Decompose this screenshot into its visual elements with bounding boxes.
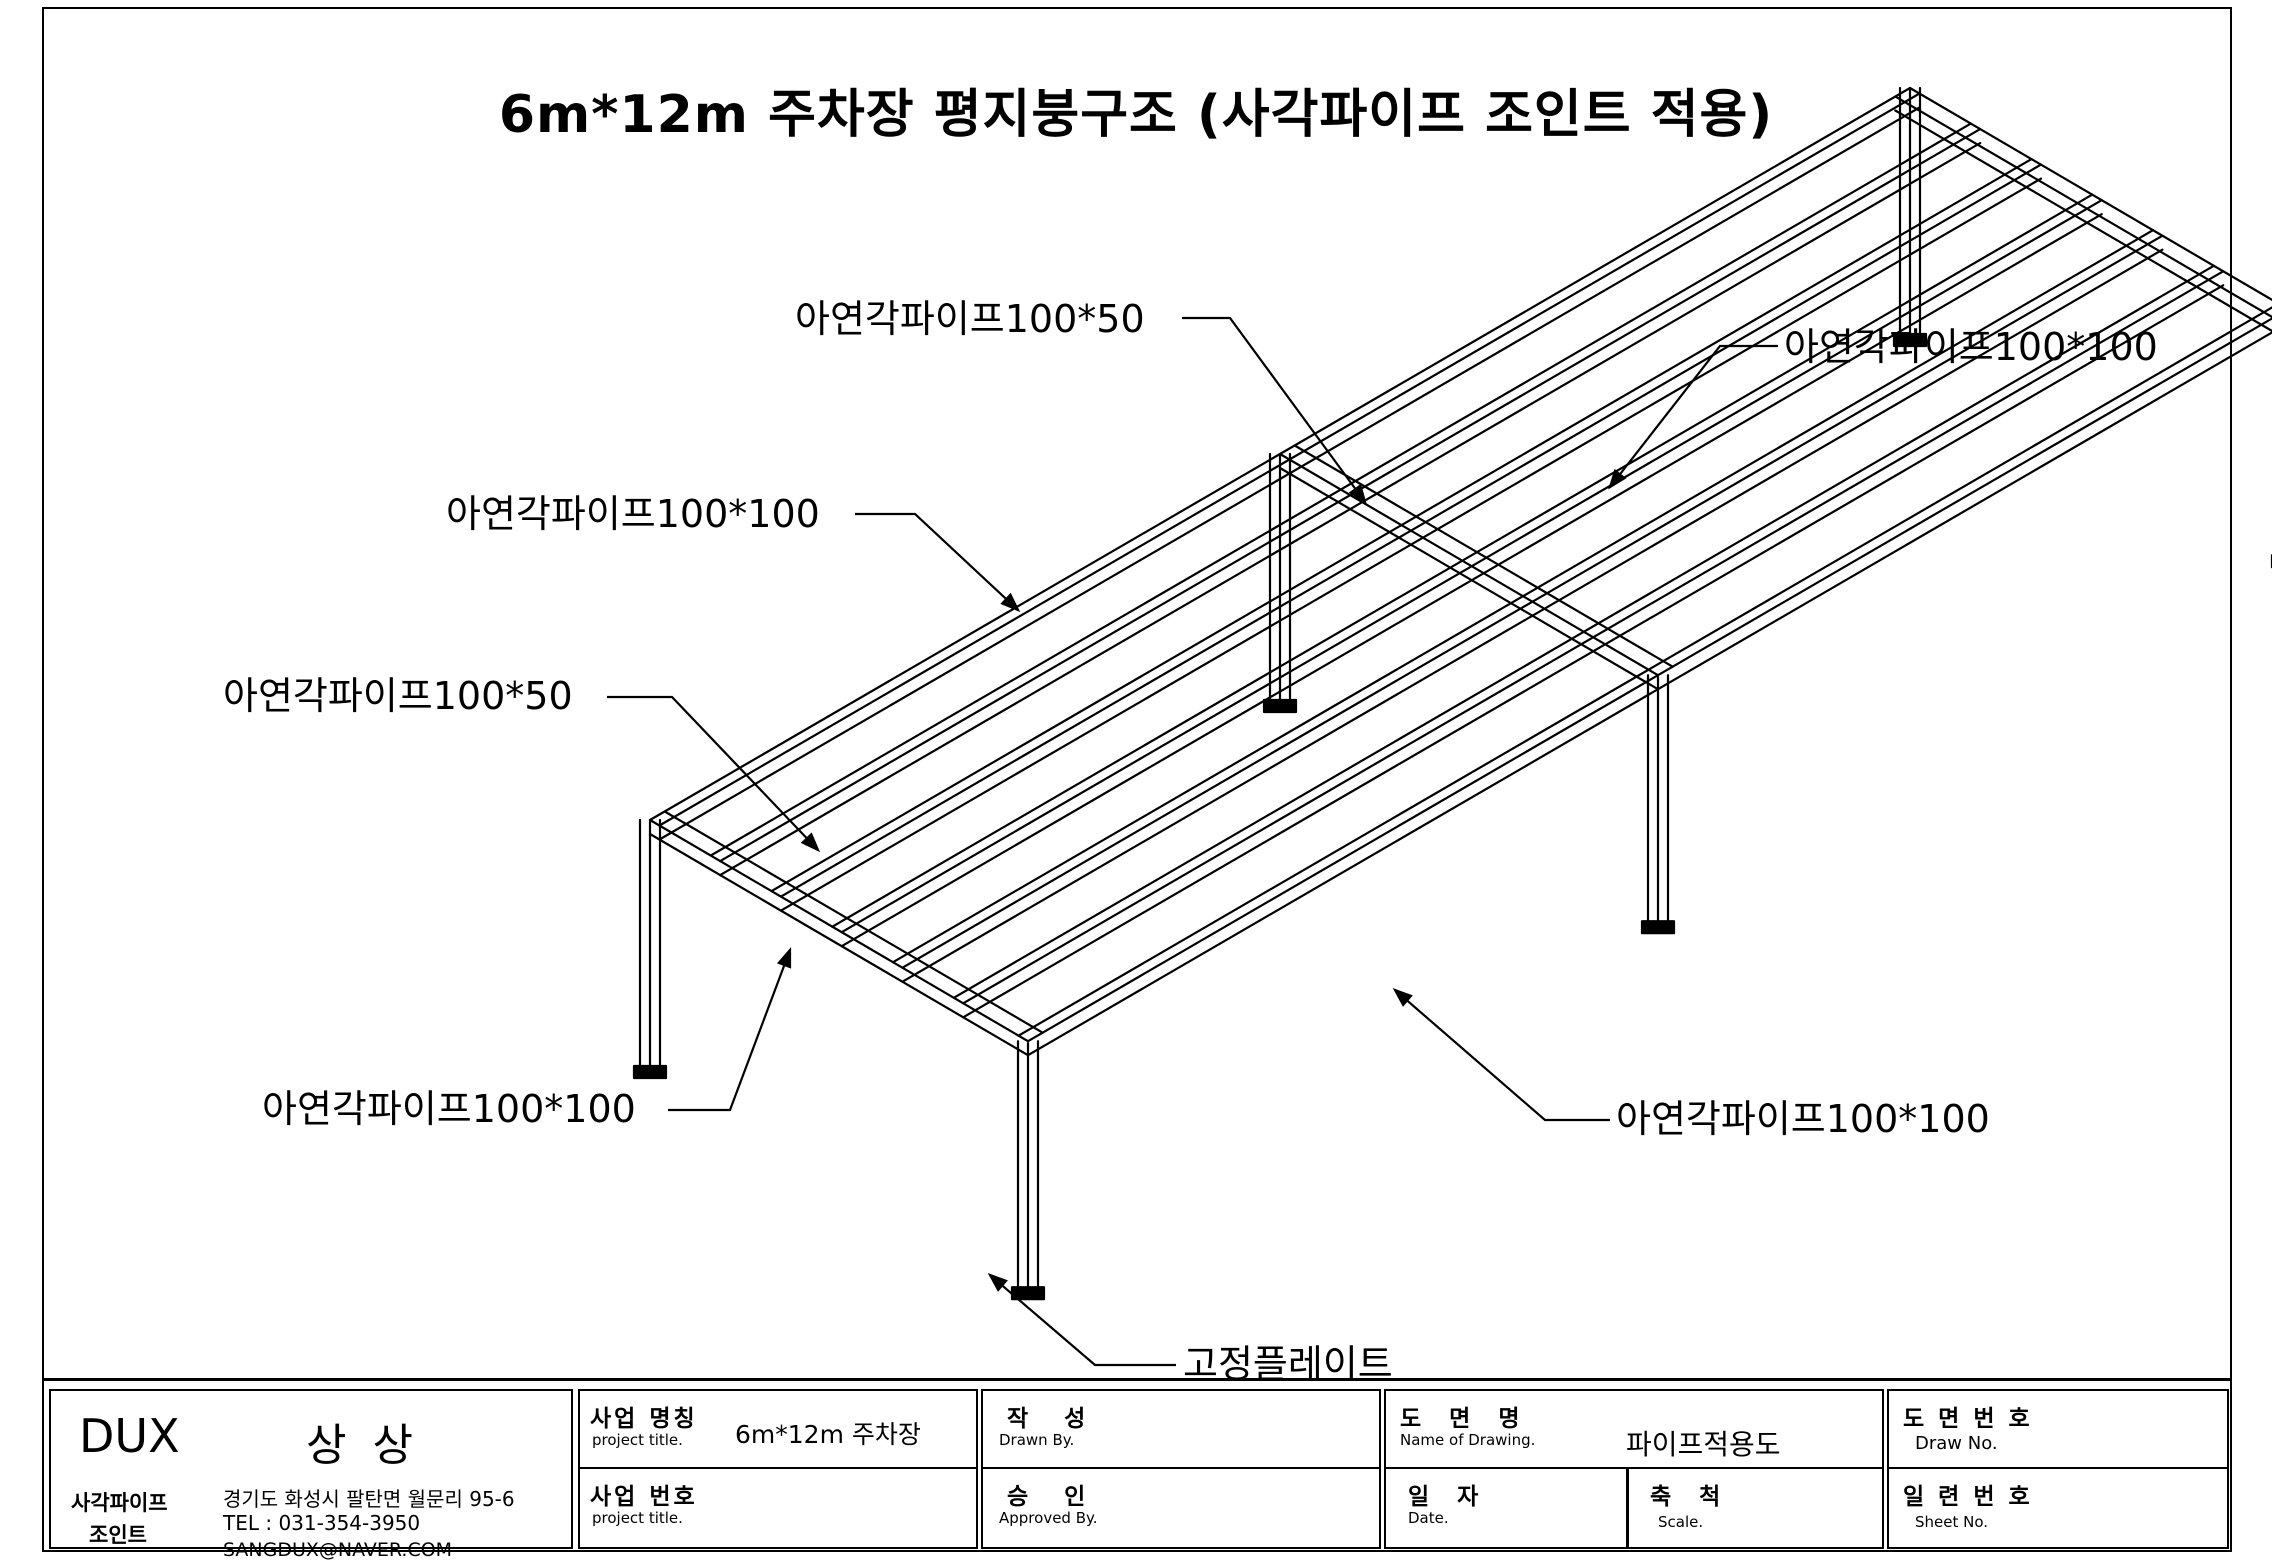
label-lower-left: 아연각파이프100*100: [262, 1090, 636, 1128]
draw-no-en: Draw No.: [1915, 1433, 1998, 1454]
label-upper-left: 아연각파이프100*100: [446, 495, 820, 533]
cross-girder-100x100: [1895, 111, 2272, 332]
title-block: DUX 상 상 사각파이프 조인트 경기도 화성시 팔탄면 월문리 95-6 T…: [42, 1378, 2232, 1552]
drawing-name-en: Name of Drawing.: [1400, 1431, 1535, 1449]
approved-by-cell: 승 인 Approved By.: [981, 1467, 1381, 1549]
leader-arrowhead: [779, 950, 790, 967]
date-en: Date.: [1408, 1509, 1449, 1527]
fixing-plate: [1264, 700, 1296, 712]
fixing-plate: [634, 1066, 666, 1078]
cross-girder-100x100: [1895, 97, 2272, 318]
company-address: 경기도 화성시 팔탄면 월문리 95-6: [223, 1483, 515, 1512]
cross-girder-100x100: [1280, 454, 1658, 675]
company-type-2: 조인트: [89, 1519, 147, 1549]
purlin-100x50: [781, 179, 2041, 911]
company-logo: DUX: [79, 1409, 180, 1463]
steel-structure: [634, 88, 2272, 1299]
draw-no-ko: 도 면 번 호: [1903, 1399, 2033, 1433]
drawn-by-ko: 작 성: [1007, 1399, 1099, 1433]
company-sub: 상 상: [306, 1409, 419, 1473]
purlin-100x50: [720, 143, 1980, 875]
date-cell: 일 자 Date.: [1384, 1467, 1629, 1549]
label-top-center: 아연각파이프100*50: [795, 300, 1145, 338]
approved-by-en: Approved By.: [999, 1509, 1098, 1527]
label-top-right: 아연각파이프100*100: [1784, 328, 2158, 366]
label-lower-right: 아연각파이프100*100: [1616, 1100, 1990, 1138]
sheet-no-ko: 일 련 번 호: [1903, 1477, 2033, 1511]
company-cell: DUX 상 상 사각파이프 조인트 경기도 화성시 팔탄면 월문리 95-6 T…: [49, 1389, 573, 1549]
scale-ko: 축 척: [1650, 1477, 1730, 1511]
drawn-by-en: Drawn By.: [999, 1431, 1074, 1449]
cross-girder-100x100: [665, 812, 1043, 1033]
purlin-100x50: [963, 271, 2223, 1003]
cross-girder-100x100: [650, 834, 1028, 1055]
scale-cell: 축 척 Scale.: [1626, 1467, 1884, 1549]
leader-lines: [607, 318, 1778, 1365]
drawing-name-cell: 도 면 명 Name of Drawing. 파이프적용도: [1384, 1389, 1884, 1469]
company-email: SANGDUX@NAVER.COM: [223, 1539, 452, 1561]
purlin-100x50: [772, 159, 2032, 891]
purlin-100x50: [781, 165, 2041, 897]
leader-line: [668, 950, 790, 1110]
drawing-name-ko: 도 면 명: [1400, 1399, 1530, 1433]
fixing-plate: [1642, 921, 1674, 933]
project-name-ko: 사업 명칭: [590, 1399, 698, 1433]
project-name-en: project title.: [592, 1431, 683, 1449]
leader-line: [1395, 990, 1610, 1120]
project-name-value: 6m*12m 주차장: [735, 1415, 921, 1451]
date-ko: 일 자: [1408, 1477, 1488, 1511]
purlin-100x50: [963, 285, 2223, 1017]
leader-line: [855, 514, 1018, 610]
project-name-cell: 사업 명칭 project title. 6m*12m 주차장: [578, 1389, 978, 1469]
purlin-100x50: [711, 124, 1971, 856]
purlin-100x50: [954, 266, 2214, 998]
drawing-name-value: 파이프적용도: [1626, 1423, 1781, 1463]
sheet-no-en: Sheet No.: [1915, 1513, 1988, 1531]
approved-by-ko: 승 인: [1007, 1477, 1099, 1511]
label-mid-left: 아연각파이프100*50: [223, 677, 573, 715]
drawn-by-cell: 작 성 Drawn By.: [981, 1389, 1381, 1469]
leader-line: [607, 697, 818, 850]
scale-en: Scale.: [1658, 1513, 1703, 1531]
cross-girder-100x100: [650, 820, 1028, 1041]
company-type-1: 사각파이프: [71, 1487, 168, 1517]
draw-no-cell: 도 면 번 호 Draw No.: [1887, 1389, 2229, 1469]
leader-line: [1182, 318, 1365, 502]
purlin-100x50: [720, 129, 1980, 861]
cross-girder-100x100: [1280, 468, 1658, 689]
project-no-en: project title.: [592, 1509, 683, 1527]
perimeter-beam-100x100: [1028, 323, 2272, 1055]
sheet-no-cell: 일 련 번 호 Sheet No.: [1887, 1467, 2229, 1549]
project-no-cell: 사업 번호 project title.: [578, 1467, 978, 1549]
company-tel: TEL : 031-354-3950: [223, 1511, 420, 1535]
project-no-ko: 사업 번호: [590, 1477, 698, 1511]
